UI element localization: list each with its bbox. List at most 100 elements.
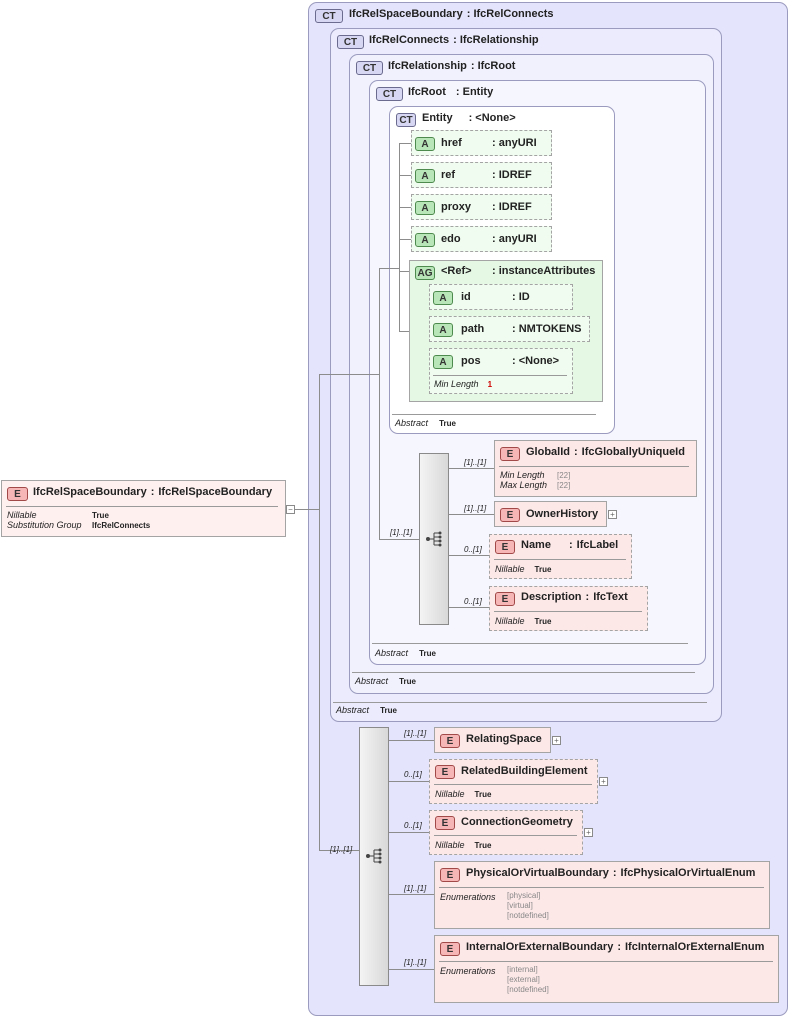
element-name: Description xyxy=(521,591,582,603)
sequence-icon xyxy=(425,531,443,547)
complex-type-badge: CT xyxy=(315,9,343,23)
attribute-edo[interactable]: A edo : anyURI xyxy=(411,226,552,252)
sequence-cardinality: [1]..[1] xyxy=(390,528,413,537)
attribute-name: ref xyxy=(441,169,456,181)
complex-type-base: Entity xyxy=(462,86,494,98)
complex-type-base: IfcRoot xyxy=(477,60,516,72)
attribute-name: pos xyxy=(461,355,481,367)
abstract-label: Abstract xyxy=(395,418,429,428)
element-badge: E xyxy=(495,592,515,606)
attribute-badge: A xyxy=(415,233,435,247)
element-type: IfcPhysicalOrVirtualEnum xyxy=(620,867,756,879)
element-name: RelatingSpace xyxy=(466,733,542,745)
prop-value: [22] xyxy=(557,471,571,480)
element-cardinality: [1]..[1] xyxy=(404,729,427,738)
sequence-icon xyxy=(365,848,383,864)
root-element-box[interactable]: E IfcRelSpaceBoundary:IfcRelSpaceBoundar… xyxy=(1,480,286,537)
enum-label: Enumerations xyxy=(440,892,496,902)
attribute-badge: A xyxy=(433,323,453,337)
element-badge: E xyxy=(500,508,520,522)
element-name: PhysicalOrVirtualBoundary xyxy=(466,867,609,879)
enum-value: [internal] xyxy=(507,965,538,974)
attribute-path[interactable]: A path : NMTOKENS xyxy=(429,316,590,342)
complex-type-name: IfcRelSpaceBoundary xyxy=(349,8,463,20)
element-name: Name xyxy=(521,539,551,551)
abstract-label: Abstract xyxy=(375,648,409,658)
prop-value: True xyxy=(92,511,109,520)
element-badge: E xyxy=(7,487,28,501)
attribute-type: anyURI xyxy=(498,233,537,245)
element-globalid[interactable]: E GlobalId:IfcGloballyUniqueId Min Lengt… xyxy=(494,440,697,497)
prop-value: True xyxy=(474,841,492,850)
prop-key: Min Length xyxy=(434,379,479,389)
attribute-name: path xyxy=(461,323,485,335)
attribute-pos[interactable]: A pos : <None> Min Length 1 xyxy=(429,348,573,394)
sequence-compositor[interactable] xyxy=(419,453,449,625)
abstract-value: True xyxy=(439,419,456,428)
element-cardinality: 0..[1] xyxy=(464,545,482,554)
abstract-value: True xyxy=(419,649,436,658)
attribute-type: <None> xyxy=(518,355,560,367)
attribute-ref[interactable]: A ref : IDREF xyxy=(411,162,552,188)
attribute-href[interactable]: A href : anyURI xyxy=(411,130,552,156)
element-name: InternalOrExternalBoundary xyxy=(466,941,614,953)
element-type: IfcLabel xyxy=(576,539,619,551)
abstract-label: Abstract xyxy=(355,676,389,686)
element-badge: E xyxy=(435,816,455,830)
attribute-type: NMTOKENS xyxy=(518,323,582,335)
complex-type-base: IfcRelationship xyxy=(459,34,539,46)
prop-value: 1 xyxy=(487,380,493,389)
element-cardinality: [1]..[1] xyxy=(404,958,427,967)
element-physicalorvirtualboundary[interactable]: E PhysicalOrVirtualBoundary:IfcPhysicalO… xyxy=(434,861,770,929)
enum-label: Enumerations xyxy=(440,966,496,976)
prop-value: True xyxy=(534,565,552,574)
element-name: GlobalId xyxy=(526,446,570,458)
attribute-id[interactable]: A id : ID xyxy=(429,284,573,310)
complex-type-base: IfcRelConnects xyxy=(473,8,554,20)
element-ownerhistory[interactable]: E OwnerHistory xyxy=(494,501,607,527)
complex-type-name: Entity xyxy=(422,112,453,124)
attribute-name: href xyxy=(441,137,462,149)
element-internalorexternalboundary[interactable]: E InternalOrExternalBoundary:IfcInternal… xyxy=(434,935,779,1003)
prop-key: Nillable xyxy=(435,789,465,799)
element-name: OwnerHistory xyxy=(526,508,599,520)
element-cardinality: 0..[1] xyxy=(404,770,422,779)
collapse-toggle[interactable]: − xyxy=(286,505,295,514)
enum-value: [virtual] xyxy=(507,901,533,910)
attribute-badge: A xyxy=(433,355,453,369)
element-cardinality: 0..[1] xyxy=(464,597,482,606)
attribute-badge: A xyxy=(415,169,435,183)
attribute-proxy[interactable]: A proxy : IDREF xyxy=(411,194,552,220)
prop-value: IfcRelConnects xyxy=(92,521,151,530)
attribute-type: anyURI xyxy=(498,137,537,149)
expand-toggle[interactable]: + xyxy=(608,510,617,519)
attribute-group-badge: AG xyxy=(415,266,435,280)
prop-key: Min Length xyxy=(500,470,545,480)
prop-value: True xyxy=(474,790,492,799)
complex-type-name: IfcRoot xyxy=(408,86,446,98)
expand-toggle[interactable]: + xyxy=(599,777,608,786)
element-badge: E xyxy=(440,942,460,956)
root-element-type: IfcRelSpaceBoundary xyxy=(158,486,273,498)
element-badge: E xyxy=(440,868,460,882)
prop-key: Nillable xyxy=(495,564,525,574)
expand-toggle[interactable]: + xyxy=(584,828,593,837)
prop-key: Substitution Group xyxy=(7,520,82,530)
prop-key: Nillable xyxy=(435,840,465,850)
complex-type-badge: CT xyxy=(356,61,383,75)
element-relatingspace[interactable]: E RelatingSpace xyxy=(434,727,551,753)
enum-value: [notdefined] xyxy=(507,985,549,994)
expand-toggle[interactable]: + xyxy=(552,736,561,745)
element-badge: E xyxy=(435,765,455,779)
attribute-group-name: <Ref> xyxy=(441,265,472,277)
complex-type-badge: CT xyxy=(376,87,403,101)
element-cardinality: [1]..[1] xyxy=(464,504,487,513)
attribute-type: ID xyxy=(518,291,530,303)
enum-value: [notdefined] xyxy=(507,911,549,920)
element-type: IfcText xyxy=(593,591,628,603)
element-type: IfcInternalOrExternalEnum xyxy=(625,941,765,953)
